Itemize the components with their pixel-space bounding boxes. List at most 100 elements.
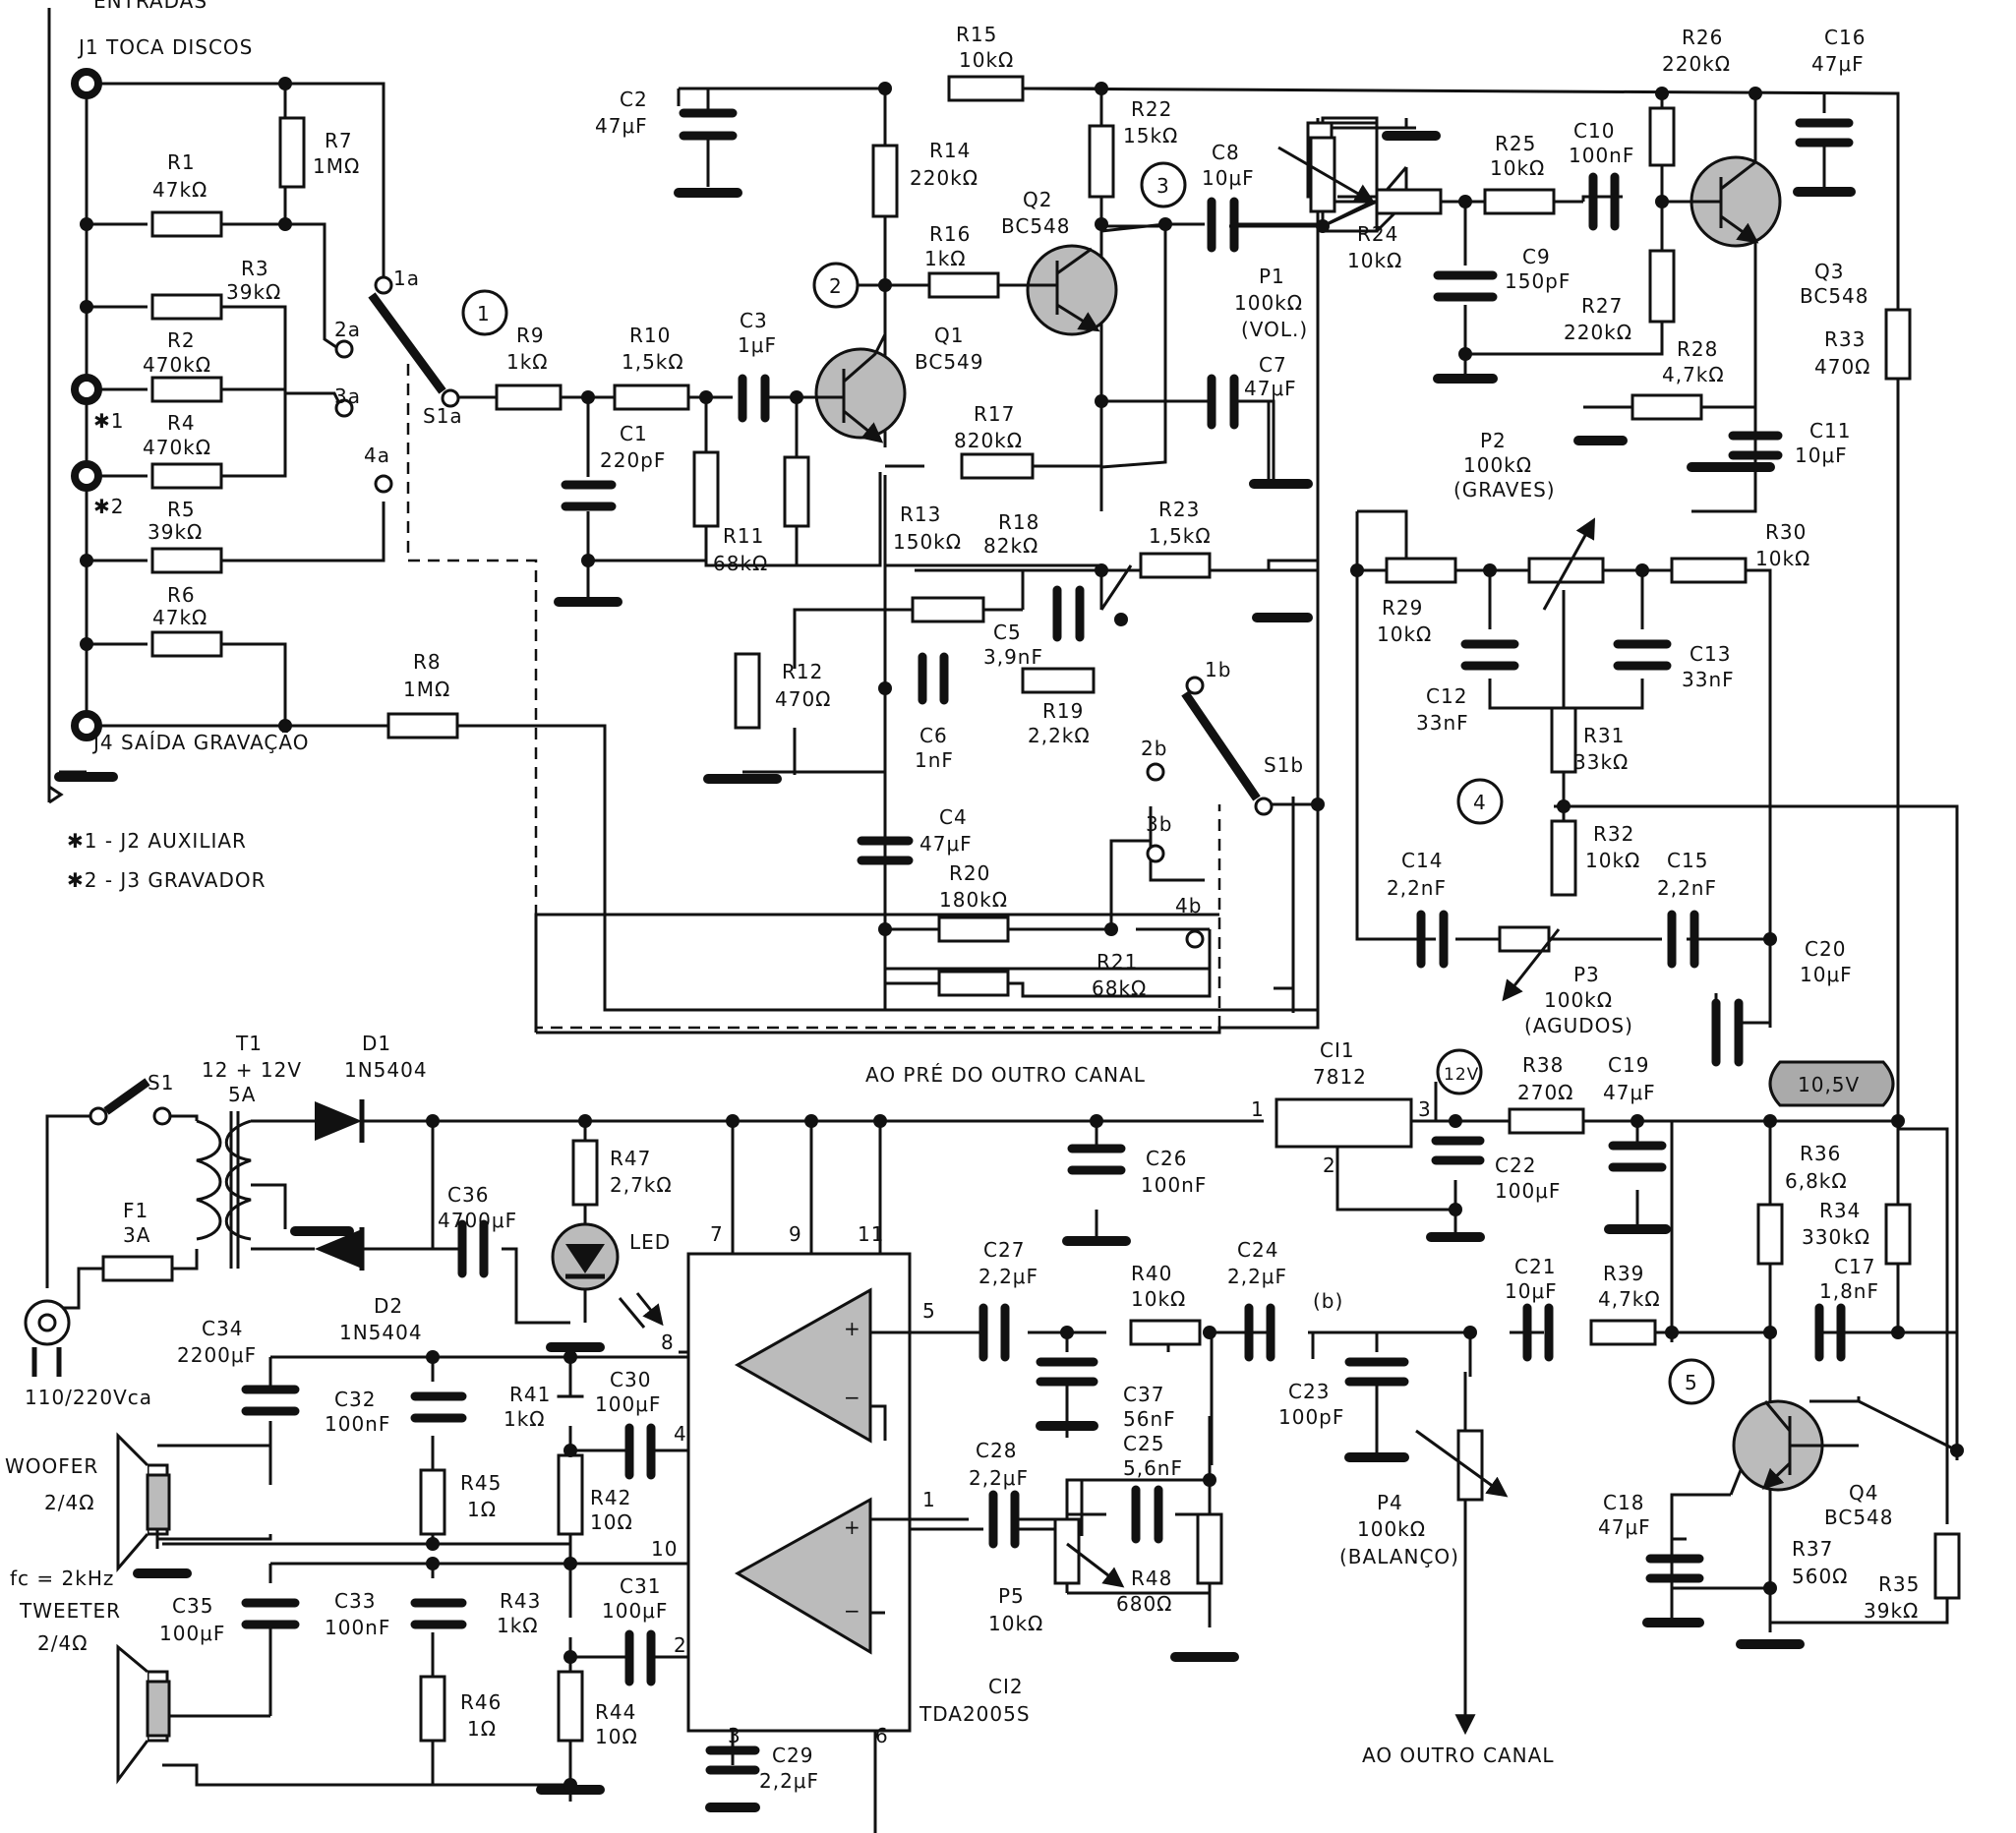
node-5-label: 5 [1685,1371,1698,1394]
r7-value: 1MΩ [313,154,360,178]
node-3-label: 3 [1156,174,1170,198]
p1-value: 100kΩ [1234,291,1303,315]
r18-value: 82kΩ [983,534,1038,558]
r12-ref: R12 [782,660,823,683]
r45-ref: R45 [460,1471,502,1495]
r15-ref: R15 [956,23,997,46]
r36-ref: R36 [1800,1142,1841,1165]
tweeter-impedance: 2/4Ω [37,1631,88,1655]
c6-ref: C6 [919,724,948,747]
sw-4b-label: 4b [1175,894,1202,917]
r35-ref: R35 [1878,1572,1920,1596]
r16-ref: R16 [929,222,971,246]
r22-ref: R22 [1131,97,1172,121]
c26-ref: C26 [1146,1147,1187,1170]
c19-value: 47μF [1603,1081,1656,1104]
d2-type: 1N5404 [339,1321,423,1344]
c28-ref: C28 [976,1439,1017,1462]
q2-type: BC548 [1001,214,1071,238]
pin11-label: 11 [858,1222,884,1246]
c17-ref: C17 [1834,1255,1875,1278]
r19-value: 2,2kΩ [1028,724,1091,747]
r19-ref: R19 [1042,699,1084,723]
p2-value: 100kΩ [1463,453,1532,477]
r10-ref: R10 [629,324,671,347]
pin4-label: 4 [674,1422,687,1446]
r46-value: 1Ω [467,1717,497,1741]
c31-value: 100μF [602,1599,668,1623]
p4-ref: P4 [1377,1491,1403,1514]
labels-power: S1 T1 12 + 12V 5A F1 3A D1 1N5404 D2 1N5… [25,1032,1859,1409]
node-b-label: (b) [1313,1289,1343,1313]
ci2-ref: CI2 [988,1675,1024,1698]
r21-value: 68kΩ [1092,976,1147,1000]
r31-value: 33kΩ [1573,750,1629,774]
f1-value: 3A [123,1223,150,1247]
c1-ref: C1 [620,422,648,445]
q3-type: BC548 [1800,284,1869,308]
s1a-label: S1a [423,404,463,428]
c12-ref: C12 [1426,684,1467,708]
q3-ref: Q3 [1814,260,1844,283]
c4-value: 47μF [919,832,973,856]
capacitor-plates [241,89,1856,1812]
c30-ref: C30 [610,1368,651,1391]
c14-value: 2,2nF [1387,876,1447,900]
d1-type: 1N5404 [344,1058,428,1082]
sw-1a-label: 1a [393,266,420,290]
f1-ref: F1 [123,1199,148,1222]
c29-value: 2,2μF [759,1769,819,1793]
c1-value: 220pF [600,448,666,472]
r37-value: 560Ω [1792,1565,1848,1588]
c7-value: 47μF [1244,377,1297,400]
r4-ref: R4 [167,411,196,435]
c27-ref: C27 [983,1238,1025,1262]
tweeter-fc: fc = 2kHz [10,1567,114,1590]
node-markers [461,161,1715,1405]
c35-ref: C35 [172,1594,213,1618]
r10-value: 1,5kΩ [622,350,684,374]
r28-ref: R28 [1677,337,1718,361]
potentiometer-bodies [1053,136,1605,1736]
p2-function: (GRAVES) [1453,478,1556,502]
r13-value: 150kΩ [893,530,962,554]
power-parts [24,1048,1895,1377]
sw-2a-label: 2a [334,318,361,341]
r37-ref: R37 [1792,1537,1833,1561]
c22-ref: C22 [1495,1153,1536,1177]
c8-ref: C8 [1212,141,1240,164]
r24-value: 10kΩ [1347,249,1402,272]
ci1-pin3: 3 [1418,1097,1432,1121]
r6-ref: R6 [167,583,196,607]
r12-value: 470Ω [775,687,831,711]
r5-ref: R5 [167,498,196,521]
amp-ic [686,1252,939,1733]
p3-function: (AGUDOS) [1524,1014,1633,1037]
c29-ref: C29 [772,1744,813,1767]
node-2-label: 2 [829,274,843,298]
t1-voltage: 12 + 12V [202,1058,302,1082]
pin7-label: 7 [710,1222,724,1246]
pin9-label: 9 [789,1222,802,1246]
labels-amp: CI2 TDA2005S 7 9 11 5 8 4 10 1 2 3 6 + −… [5,1222,1553,1767]
c18-value: 47μF [1598,1515,1651,1539]
r1-ref: R1 [167,150,196,174]
p4-value: 100kΩ [1357,1517,1426,1541]
pin8-label: 8 [661,1330,675,1354]
r17-ref: R17 [974,402,1015,426]
c4-ref: C4 [939,805,968,829]
p4-function: (BALANÇO) [1339,1545,1459,1568]
r29-ref: R29 [1382,596,1423,620]
note2-label: ✱2 - J3 GRAVADOR [67,868,267,892]
c35-value: 100μF [159,1622,225,1645]
c27-value: 2,2μF [978,1265,1038,1288]
r47-ref: R47 [610,1147,651,1170]
note1-label: ✱1 - J2 AUXILIAR [67,829,247,853]
c19-ref: C19 [1608,1053,1649,1077]
p3-ref: P3 [1573,963,1600,986]
p2-ref: P2 [1480,429,1507,452]
amp2-minus: − [844,1599,861,1623]
s1-label: S1 [148,1071,174,1094]
